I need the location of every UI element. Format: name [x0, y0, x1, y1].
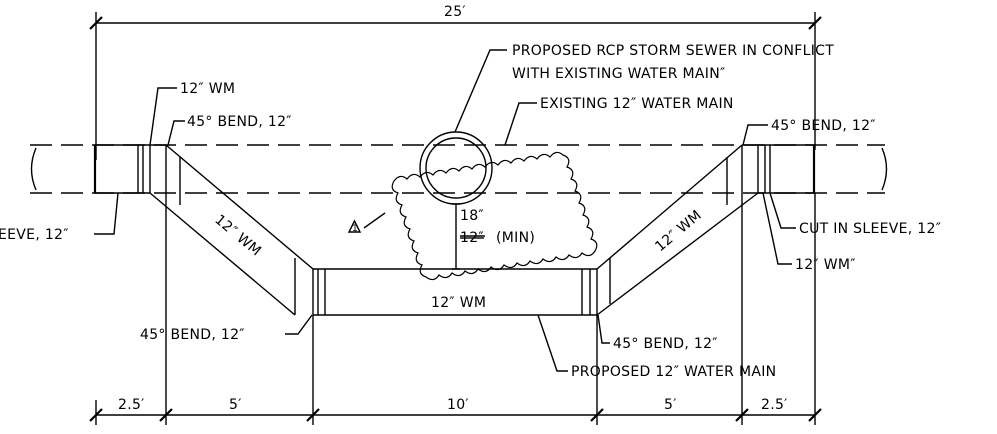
rcp-conflict-label-line1: PROPOSED RCP STORM SEWER IN CONFLICT	[512, 43, 834, 59]
existing-water-main	[30, 144, 888, 194]
existing-water-main-label: EXISTING 12″ WATER MAIN	[540, 96, 734, 112]
clearance-min-label: (MIN)	[496, 230, 535, 246]
left-diagonal-pipe-label: 12″ WM	[211, 212, 264, 260]
segment-dimension-2: 5′	[229, 397, 242, 413]
clearance-dimension: 18″ 12″ (MIN)	[452, 203, 535, 270]
left-sleeve	[93, 144, 167, 194]
overall-dimension: 25′	[89, 4, 822, 160]
revision-triangle: 1	[347, 212, 386, 234]
wm-right-label: 12″ WM″	[795, 257, 856, 273]
cut-in-sleeve-label: CUT IN SLEEVE, 12″	[799, 221, 941, 237]
rcp-conflict-label-line2: WITH EXISTING WATER MAIN″	[512, 66, 726, 82]
bend-top-right-label: 45° BEND, 12″	[771, 118, 876, 134]
revision-number: 1	[352, 224, 358, 234]
segment-dimension-3: 10′	[447, 397, 469, 413]
clearance-new-label: 18″	[460, 208, 484, 224]
rcp-storm-sewer	[419, 131, 493, 205]
bend-top-left-label: 45° BEND, 12″	[187, 114, 292, 130]
leaders	[94, 49, 796, 372]
segment-dimension-5: 2.5′	[761, 397, 788, 413]
right-diagonal-pipe	[596, 144, 759, 316]
overall-dimension-label: 25′	[444, 4, 466, 20]
wm-top-left-label: 12″ WM	[180, 81, 235, 97]
bend-bottom-right-label: 45° BEND, 12″	[613, 336, 718, 352]
bottom-run-pipe-label: 12″ WM	[431, 295, 486, 311]
segment-dimensions: 2.5′ 5′ 10′ 5′ 2.5′	[89, 193, 822, 425]
segment-dimension-4: 5′	[664, 397, 677, 413]
proposed-water-main-label: PROPOSED 12″ WATER MAIN	[571, 364, 776, 380]
revision-cloud	[391, 151, 598, 281]
right-sleeve	[742, 144, 816, 194]
bend-bottom-left-label: 45° BEND, 12″	[140, 327, 245, 343]
clearance-old-label: 12″	[460, 230, 484, 246]
segment-dimension-1: 2.5′	[118, 397, 145, 413]
left-diagonal-pipe	[149, 144, 314, 316]
sleeve-left-label: EEVE, 12″	[0, 227, 69, 243]
